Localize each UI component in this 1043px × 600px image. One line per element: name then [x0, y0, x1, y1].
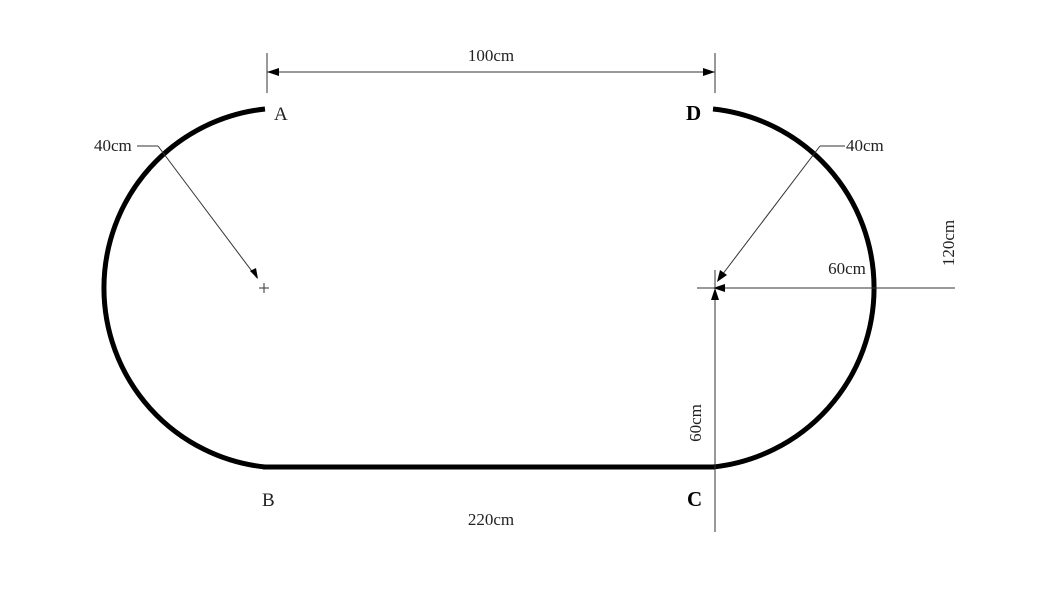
- horizontal-60-label: 60cm: [828, 259, 866, 278]
- top-arrow-right: [703, 68, 715, 76]
- center-horizontal-arrow: [713, 284, 725, 292]
- vertical-60-label: 60cm: [686, 404, 705, 442]
- top-width-label: 100cm: [468, 46, 514, 65]
- top-arrow-left: [267, 68, 279, 76]
- right-radius-label: 40cm: [846, 136, 884, 155]
- point-b-label: B: [262, 490, 275, 511]
- point-c-label: C: [687, 487, 702, 511]
- left-radius-arrow: [250, 268, 258, 279]
- bottom-width-label: 220cm: [468, 510, 514, 529]
- right-radius-line: [718, 145, 821, 280]
- point-d-label: D: [686, 101, 701, 125]
- left-radius-line: [157, 145, 258, 279]
- height-label: 120cm: [939, 220, 958, 266]
- center-vertical-arrow: [711, 288, 719, 300]
- point-a-label: A: [274, 104, 288, 125]
- left-radius-label: 40cm: [94, 136, 132, 155]
- track-left-curve: [101, 106, 266, 470]
- right-radius-arrow: [717, 270, 727, 282]
